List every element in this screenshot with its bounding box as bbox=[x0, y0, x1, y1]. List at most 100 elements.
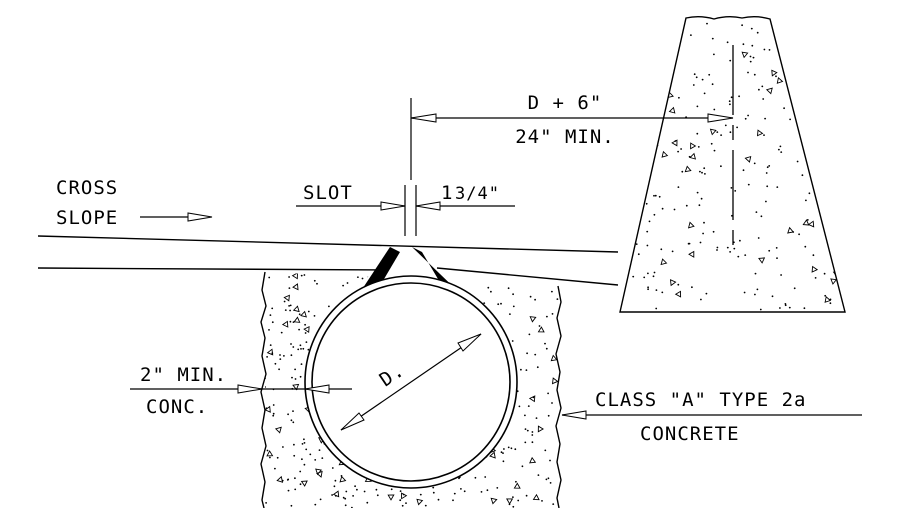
aggregate-dot bbox=[620, 74, 623, 76]
aggregate-dot bbox=[432, 486, 435, 489]
aggregate-dot bbox=[755, 211, 758, 214]
aggregate-dot bbox=[703, 167, 706, 170]
aggregate-dot bbox=[789, 118, 791, 121]
aggregate-triangle bbox=[300, 310, 307, 318]
aggregate-dot bbox=[292, 410, 294, 412]
aggregate-dot bbox=[518, 405, 521, 408]
aggregate-dot bbox=[802, 74, 805, 76]
aggregate-dot bbox=[545, 478, 548, 481]
aggregate-dot bbox=[480, 491, 483, 493]
aggregate-dot bbox=[356, 488, 358, 491]
aggregate-dot bbox=[314, 503, 317, 506]
aggregate-dot bbox=[697, 146, 700, 148]
aggregate-dot bbox=[399, 499, 402, 502]
aggregate-dot bbox=[837, 268, 839, 271]
aggregate-dot bbox=[637, 253, 640, 256]
aggregate-dot bbox=[706, 22, 708, 25]
aggregate-dot bbox=[303, 274, 306, 276]
aggregate-triangle bbox=[537, 326, 545, 333]
aggregate-triangle bbox=[634, 100, 642, 108]
aggregate-dot bbox=[819, 25, 821, 28]
aggregate-dot bbox=[511, 340, 514, 342]
aggregate-triangle bbox=[283, 294, 290, 302]
aggregate-dot bbox=[805, 199, 807, 202]
aggregate-dot bbox=[342, 496, 345, 499]
offset-min-label: 24" MIN. bbox=[515, 126, 615, 148]
aggregate-dot bbox=[758, 88, 760, 91]
diameter-line bbox=[340, 333, 482, 431]
aggregate-dot bbox=[620, 262, 622, 265]
aggregate-dot bbox=[645, 140, 648, 143]
aggregate-dot bbox=[632, 245, 634, 248]
aggregate-dot bbox=[814, 126, 817, 129]
aggregate-triangle bbox=[832, 60, 840, 68]
aggregate-dot bbox=[331, 494, 333, 496]
aggregate-dot bbox=[729, 59, 732, 62]
aggregate-dot bbox=[647, 286, 649, 289]
aggregate-triangle bbox=[506, 498, 514, 505]
aggregate-dot bbox=[313, 315, 316, 317]
aggregate-dot bbox=[342, 284, 344, 287]
aggregate-dot bbox=[728, 100, 731, 103]
aggregate-dot bbox=[474, 476, 477, 479]
aggregate-dot bbox=[549, 459, 551, 462]
aggregate-dot bbox=[483, 302, 486, 304]
aggregate-triangle bbox=[776, 76, 784, 84]
aggregate-dot bbox=[726, 246, 729, 249]
aggregate-dot bbox=[276, 456, 279, 459]
aggregate-dot bbox=[352, 495, 354, 497]
aggregate-dot bbox=[841, 62, 844, 64]
aggregate-dot bbox=[314, 459, 317, 461]
aggregate-dot bbox=[640, 135, 643, 138]
aggregate-dot bbox=[291, 376, 293, 379]
aggregate-dot bbox=[302, 347, 305, 350]
aggregate-dot bbox=[762, 98, 765, 100]
aggregate-dot bbox=[742, 169, 745, 172]
aggregate-dot bbox=[824, 294, 827, 297]
aggregate-dot bbox=[843, 81, 845, 84]
aggregate-dot bbox=[289, 320, 292, 323]
aggregate-dot bbox=[729, 251, 731, 253]
aggregate-dot bbox=[461, 272, 464, 274]
aggregate-dot bbox=[801, 174, 804, 177]
aggregate-dot bbox=[633, 213, 636, 216]
aggregate-dot bbox=[698, 204, 701, 207]
aggregate-dot bbox=[700, 298, 702, 301]
aggregate-dot bbox=[644, 119, 647, 122]
aggregate-triangle bbox=[689, 152, 697, 160]
aggregate-triangle bbox=[628, 197, 636, 205]
aggregate-dot bbox=[648, 220, 651, 223]
aggregate-dot bbox=[837, 113, 840, 116]
cross-slope-arrowhead bbox=[187, 212, 213, 222]
aggregate-dot bbox=[545, 347, 548, 350]
aggregate-dot bbox=[515, 480, 517, 483]
aggregate-dot bbox=[711, 37, 714, 40]
aggregate-dot bbox=[807, 25, 810, 28]
aggregate-dot bbox=[345, 490, 348, 493]
concrete-class-arrowhead bbox=[561, 410, 587, 420]
aggregate-triangle bbox=[489, 451, 496, 459]
aggregate-dot bbox=[632, 229, 634, 232]
aggregate-dot bbox=[643, 276, 646, 279]
aggregate-dot bbox=[661, 207, 664, 210]
aggregate-dot bbox=[497, 303, 500, 306]
aggregate-dot bbox=[681, 170, 684, 173]
aggregate-dot bbox=[300, 348, 302, 350]
aggregate-dot bbox=[747, 71, 749, 74]
aggregate-dot bbox=[272, 412, 275, 415]
aggregate-dot bbox=[702, 232, 704, 235]
aggregate-dot bbox=[713, 108, 716, 111]
aggregate-dot bbox=[307, 310, 310, 313]
aggregate-triangle bbox=[265, 405, 271, 413]
aggregate-triangle bbox=[513, 482, 521, 489]
aggregate-dot bbox=[687, 242, 690, 245]
aggregate-triangle bbox=[293, 316, 301, 323]
min-cover-arrow-left bbox=[237, 384, 263, 394]
aggregate-dot bbox=[752, 56, 755, 59]
aggregate-dot bbox=[290, 354, 293, 357]
aggregate-dot bbox=[639, 39, 642, 41]
aggregate-dot bbox=[679, 18, 682, 20]
aggregate-dot bbox=[463, 490, 466, 493]
aggregate-dot bbox=[299, 344, 302, 347]
aggregate-dot bbox=[653, 213, 656, 216]
